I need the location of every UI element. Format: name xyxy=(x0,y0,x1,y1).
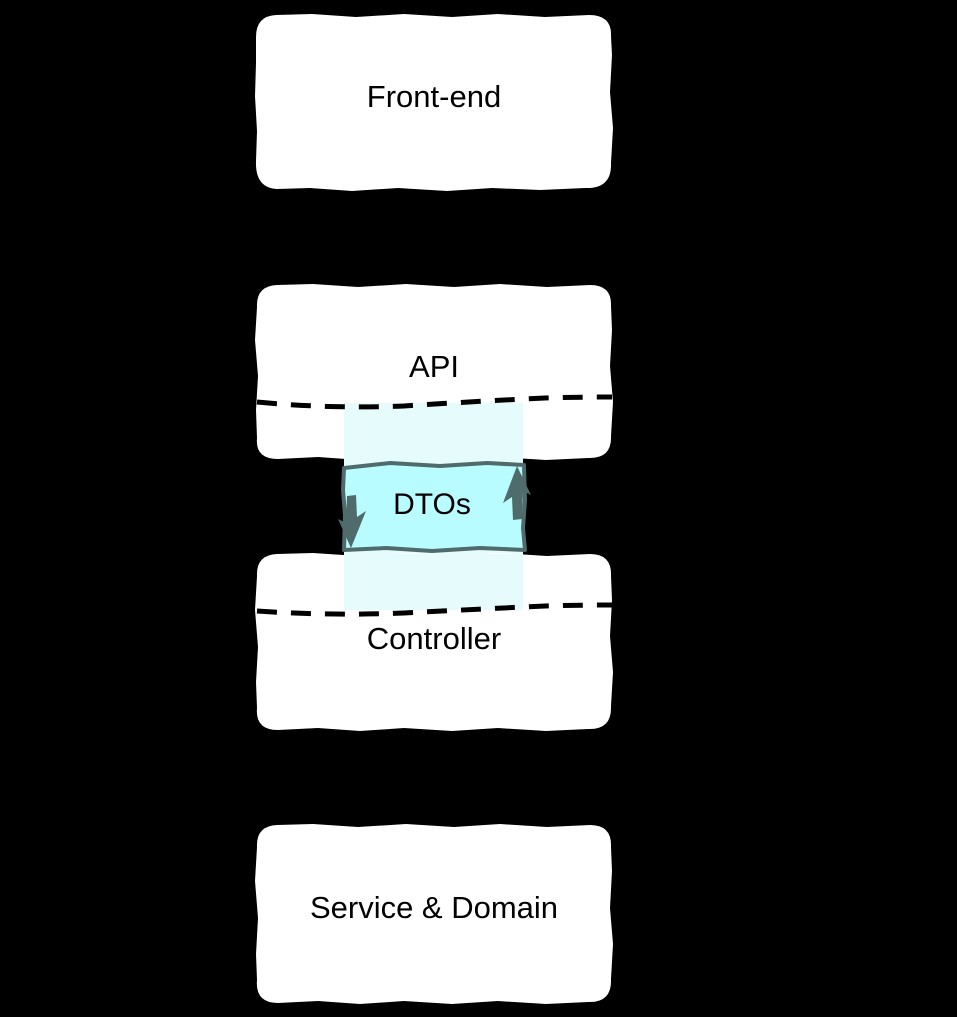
dto-box-label: DTOs xyxy=(393,488,471,521)
node-service-domain-label: Service & Domain xyxy=(310,890,558,925)
dto-arrow-down-icon xyxy=(338,495,366,548)
node-service-domain[interactable]: Service & Domain xyxy=(255,824,613,1004)
dto-box[interactable]: DTOs xyxy=(338,461,531,553)
dto-band-over-api xyxy=(344,403,523,460)
node-api-label: API xyxy=(409,349,459,384)
node-front-end[interactable]: Front-end xyxy=(255,14,613,191)
node-front-end-label: Front-end xyxy=(367,79,501,114)
node-controller-divider xyxy=(256,602,613,617)
dto-arrow-up-icon xyxy=(503,466,531,520)
node-service-domain-shape xyxy=(255,824,613,1004)
node-front-end-shape xyxy=(255,14,613,191)
dto-band-over-controller xyxy=(344,554,523,610)
node-api-divider xyxy=(256,394,613,410)
node-controller[interactable]: Controller xyxy=(255,553,613,731)
node-controller-label: Controller xyxy=(367,621,501,656)
node-api[interactable]: API xyxy=(255,284,613,460)
